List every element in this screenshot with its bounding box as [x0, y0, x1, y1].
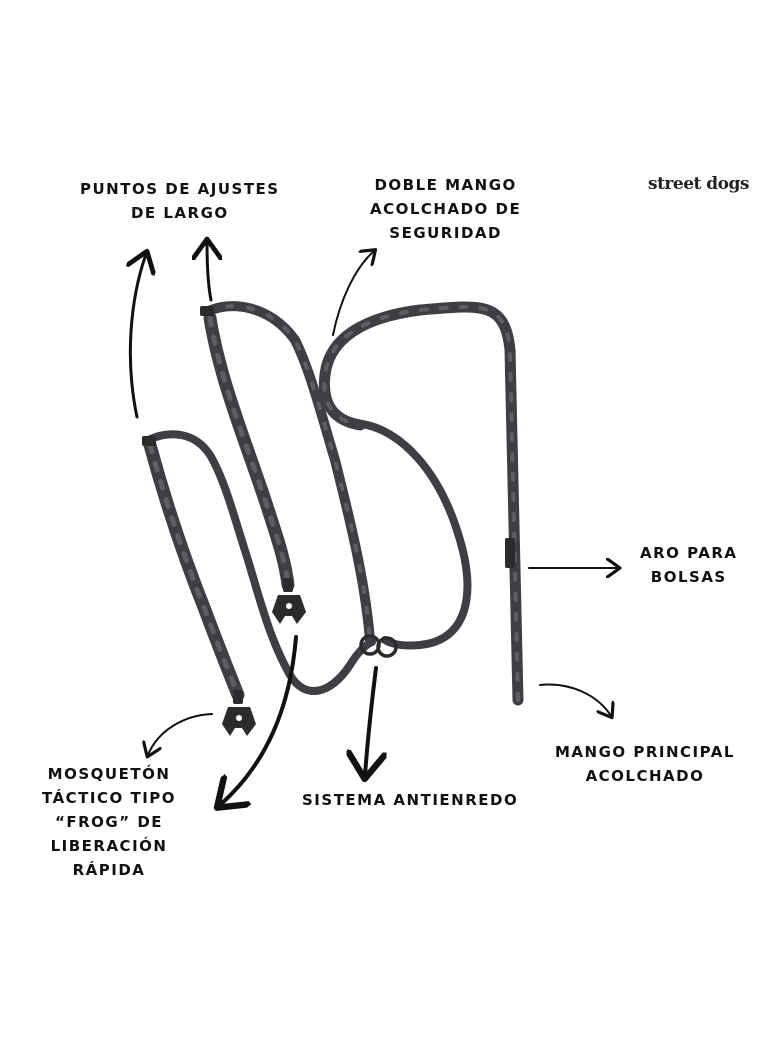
callout-arrows [130, 242, 618, 805]
main-strap [318, 301, 524, 706]
label-carabiner: MOSQUETÓN TÁCTICO TIPO “FROG” DE LIBERAC… [42, 765, 177, 879]
arrow-main-handle [539, 683, 611, 716]
arrow-carabiner-lower [148, 713, 213, 755]
label-anti-tangle: SISTEMA ANTIENREDO [302, 791, 519, 809]
anti-tangle-ring-right [376, 636, 398, 658]
lower-adjust-strap [144, 430, 376, 695]
arrow-length-adjust-left [130, 254, 146, 419]
label-main-handle: MANGO PRINCIPAL ACOLCHADO [555, 743, 735, 785]
arrow-double-handle [332, 251, 374, 336]
label-bag-ring: ARO PARA BOLSAS [640, 544, 738, 586]
arrow-length-adjust-right [207, 242, 211, 302]
arrow-carabiner-upper [220, 635, 298, 805]
brand-logo: street dogs [648, 174, 749, 194]
label-double-handle: DOBLE MANGO ACOLCHADO DE SEGURIDAD [370, 176, 522, 242]
bag-ring-tag [505, 538, 515, 568]
adjust-buckle-lower [142, 436, 156, 446]
label-length-adjust: PUNTOS DE AJUSTES DE LARGO [80, 180, 280, 222]
frog-carabiner-lower [222, 690, 256, 736]
leash-hardware [142, 306, 515, 736]
adjust-buckle-upper [200, 306, 214, 316]
double-handle-strap [358, 420, 472, 650]
arrow-anti-tangle [365, 666, 376, 775]
leash-straps [143, 301, 524, 706]
frog-carabiner-upper [272, 578, 306, 624]
